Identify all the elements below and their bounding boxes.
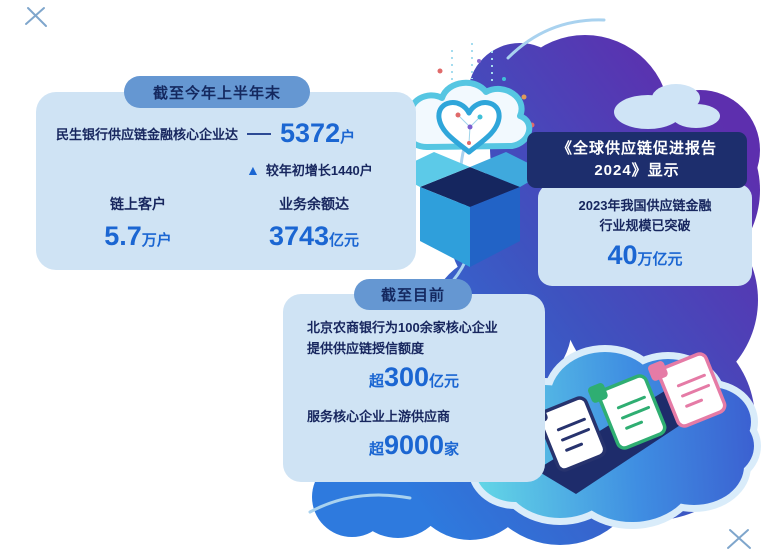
badge-label-line1: 《全球供应链促进报告 [556,140,717,158]
value-unit: 万亿元 [637,251,683,268]
value-unit: 亿元 [329,232,360,249]
document-card-icon-pink [648,352,727,428]
value-prefix: 超 [368,373,384,390]
value-number: 9000 [383,430,445,460]
stat-value: 5.7 万户 [104,223,172,250]
growth-text: 较年初增长1440户 [265,163,373,178]
bjrcb-suppliers-value-row: 超 9000 家 [283,432,545,459]
blob-cloud-accent [614,84,720,129]
value-number: 300 [383,362,430,392]
heart-network-dots [455,112,483,145]
value-unit: 万户 [141,232,172,249]
panel-bjrcb: 北京农商银行为100余家核心企业 提供供应链授信额度 超 300 亿元 服务核心… [283,294,545,482]
panel-report: 2023年我国供应链金融 行业规模已突破 40 万亿元 [538,184,752,286]
badge-as-of-now: 截至目前 [354,279,472,310]
report-body-line1: 2023年我国供应链金融 [578,198,712,213]
badge-report-title: 《全球供应链促进报告 2024》显示 [527,132,747,188]
bjrcb-credit-value: 超 300 亿元 [369,364,459,391]
bjrcb-suppliers-value: 超 9000 家 [369,432,459,459]
crop-mark-top-left [25,7,47,27]
value-number: 40 [607,240,638,270]
badge-label: 截至目前 [380,287,445,304]
cloud-cards-illustration [468,345,761,529]
report-value-row: 40 万亿元 [538,242,752,269]
report-value: 40 万亿元 [607,242,682,269]
badge-label: 截至今年上半年末 [152,84,281,102]
crop-mark-bottom-right [727,529,751,549]
stat-business-balance: 业务余额达 3743 亿元 [226,194,402,250]
value-unit: 户 [340,129,356,146]
value-unit: 亿元 [429,373,460,390]
bjrcb-credit-label-line1: 北京农商银行为100余家核心企业 [307,320,498,335]
stat-value: 3743 亿元 [269,223,359,250]
bjrcb-credit-label: 北京农商银行为100余家核心企业 提供供应链授信额度 [307,318,498,360]
sparkle-lines [451,43,493,85]
minsheng-stats-row: 链上客户 5.7 万户 业务余额达 3743 亿元 [50,194,402,250]
value-unit: 家 [444,441,460,458]
bjrcb-suppliers-label: 服务核心企业上游供应商 [307,409,451,424]
connector-line [247,132,272,135]
panel-minsheng: 民生银行供应链金融核心企业达 5372 户 ▲ 较年初增长1440户 链上客户 … [36,92,416,270]
document-card-icon-green [588,374,667,450]
bjrcb-credit-value-row: 超 300 亿元 [283,364,545,391]
minsheng-core-enterprises-row: 民生银行供应链金融核心企业达 5372 户 [56,120,355,147]
report-body-line2: 行业规模已突破 [599,218,691,234]
badge-half-year: 截至今年上半年末 [124,76,310,108]
report-body: 2023年我国供应链金融 行业规模已突破 [538,196,752,236]
growth-row: ▲ 较年初增长1440户 [246,160,373,179]
stat-label: 业务余额达 [279,196,349,212]
stat-label: 链上客户 [110,196,166,212]
growth-triangle-icon: ▲ [246,161,260,178]
value-number: 3743 [268,221,330,251]
stat-chain-customers: 链上客户 5.7 万户 [50,194,226,250]
badge-label-line2: 2024》显示 [594,162,680,179]
minsheng-core-enterprises-value: 5372 户 [280,120,355,147]
value-number: 5372 [280,118,341,148]
value-prefix: 超 [368,441,384,458]
bjrcb-credit-label-line2: 提供供应链授信额度 [307,340,425,356]
minsheng-core-enterprises-label: 民生银行供应链金融核心企业达 [56,127,239,142]
value-number: 5.7 [104,221,142,251]
